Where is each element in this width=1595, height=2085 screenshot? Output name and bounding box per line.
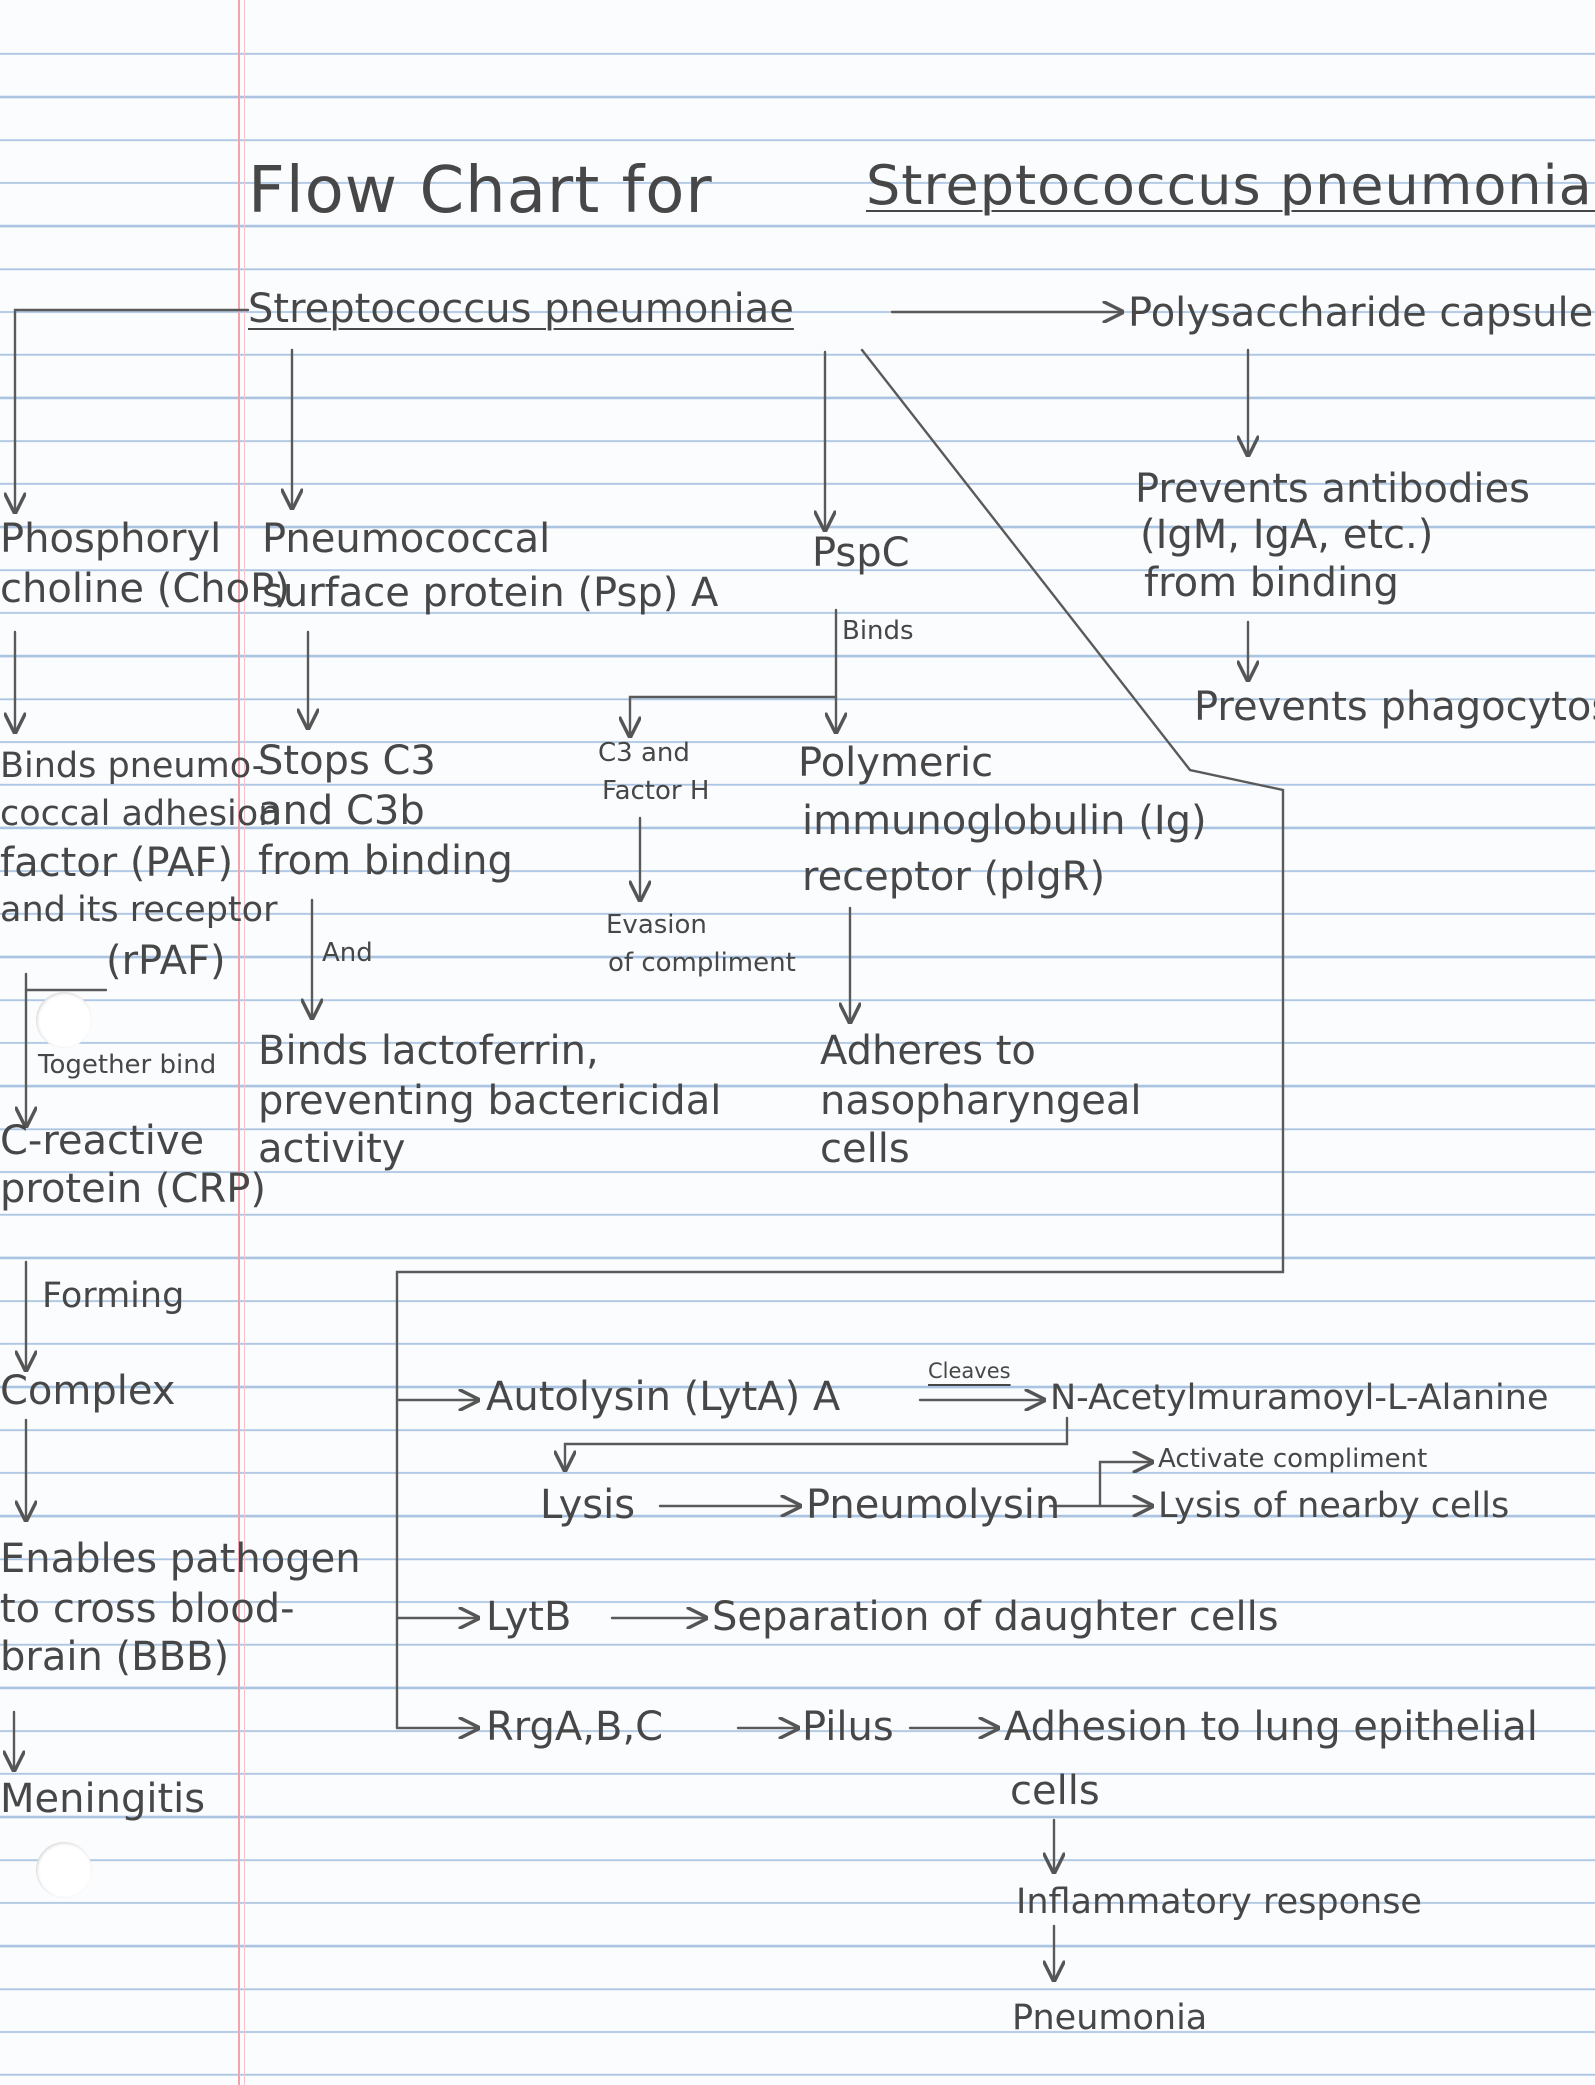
and-label: And (322, 938, 373, 968)
crp-node-line-2: protein (CRP) (0, 1166, 266, 1212)
choline-binds-line-2: coccal adhesion (0, 794, 281, 834)
capsule-effect-1: Prevents antibodies (1135, 466, 1530, 512)
choline-node-line-1: Phosphoryl (0, 516, 222, 562)
adheres-line-1: Adheres to (820, 1028, 1036, 1074)
nacetylmuramoyl-node: N-Acetylmuramoyl-L-Alanine (1050, 1378, 1549, 1418)
pigr-line-3: receptor (pIgR) (802, 854, 1106, 900)
inflammatory-node: Inflammatory response (1016, 1882, 1422, 1922)
capsule-effect-4: Prevents phagocytosis (1194, 684, 1595, 730)
arrow-root-to-autolysin-bracket (395, 348, 1285, 1730)
lactoferrin-line-2: preventing bactericidal (258, 1078, 722, 1124)
adhesion-line-1: Adhesion to lung epithelial (1004, 1704, 1538, 1750)
lytb-node: LytB (486, 1594, 572, 1640)
pneumolysin-node: Pneumolysin (806, 1482, 1061, 1528)
capsule-effect-2: (IgM, IgA, etc.) (1140, 512, 1434, 558)
binder-hole (36, 992, 92, 1048)
adhesion-line-2: cells (1010, 1768, 1100, 1814)
activate-compliment-node: Activate compliment (1158, 1444, 1428, 1474)
arrow-pspc-to-c3 (630, 695, 838, 736)
pspa-node-line-2: surface protein (Psp) A (262, 570, 719, 616)
together-bind-label: Together bind (38, 1050, 217, 1080)
choline-binds-line-1: Binds pneumo- (0, 746, 265, 786)
forming-label: Forming (42, 1276, 185, 1316)
pspa-stops-line-1: Stops C3 (258, 738, 436, 784)
lactoferrin-line-1: Binds lactoferrin, (258, 1028, 599, 1074)
root-node: Streptococcus pneumoniae (248, 286, 794, 332)
pigr-line-2: immunoglobulin (Ig) (802, 798, 1207, 844)
enables-line-2: to cross blood- (0, 1586, 295, 1632)
crp-node-line-1: C-reactive (0, 1118, 205, 1164)
choline-binds-line-5: (rPAF) (106, 938, 226, 984)
pspa-node-line-1: Pneumococcal (262, 516, 551, 562)
c3-factor-h-line-2: Factor H (602, 776, 710, 806)
choline-binds-line-4: and its receptor (0, 890, 278, 930)
evasion-line-2: of compliment (608, 948, 796, 978)
pspc-node: PspC (812, 530, 910, 576)
lyta-node: Autolysin (LytA) A (486, 1374, 841, 1420)
enables-line-1: Enables pathogen (0, 1536, 361, 1582)
choline-node-line-2: choline (ChoP) (0, 566, 290, 612)
separation-node: Separation of daughter cells (712, 1594, 1279, 1640)
pneumonia-node: Pneumonia (1012, 1998, 1208, 2038)
enables-line-3: brain (BBB) (0, 1634, 230, 1680)
lactoferrin-line-3: activity (258, 1126, 406, 1172)
binder-hole (36, 1842, 92, 1898)
c3-factor-h-line-1: C3 and (598, 738, 690, 768)
arrow-nacetyl-to-lysis (565, 1416, 1069, 1470)
rrg-node: RrgA,B,C (486, 1704, 664, 1750)
pigr-line-1: Polymeric (798, 740, 994, 786)
complex-node: Complex (0, 1368, 176, 1414)
cleaves-label: Cleaves (928, 1359, 1011, 1383)
page-title: Flow Chart for (248, 154, 713, 228)
pspa-stops-line-3: from binding (258, 838, 513, 884)
arrow-pneumolysin-to-activate (1098, 1462, 1152, 1508)
evasion-line-1: Evasion (606, 910, 707, 940)
lysis-node: Lysis (540, 1482, 636, 1528)
choline-binds-line-3: factor (PAF) (0, 840, 234, 886)
capsule-effect-3: from binding (1144, 560, 1399, 606)
adheres-line-3: cells (820, 1126, 910, 1172)
pspa-stops-line-2: and C3b (258, 788, 425, 834)
margin-line-secondary (244, 0, 245, 2085)
capsule-node: Polysaccharide capsule (1128, 290, 1594, 336)
pspc-binds-label: Binds (842, 616, 914, 646)
meningitis-node: Meningitis (0, 1776, 206, 1822)
page-title-organism: Streptococcus pneumoniae (866, 154, 1595, 217)
adheres-line-2: nasopharyngeal (820, 1078, 1142, 1124)
arrow-root-to-choline (15, 308, 250, 512)
pilus-node: Pilus (802, 1704, 894, 1750)
lysis-nearby-cells-node: Lysis of nearby cells (1158, 1486, 1510, 1526)
margin-line (238, 0, 240, 2085)
